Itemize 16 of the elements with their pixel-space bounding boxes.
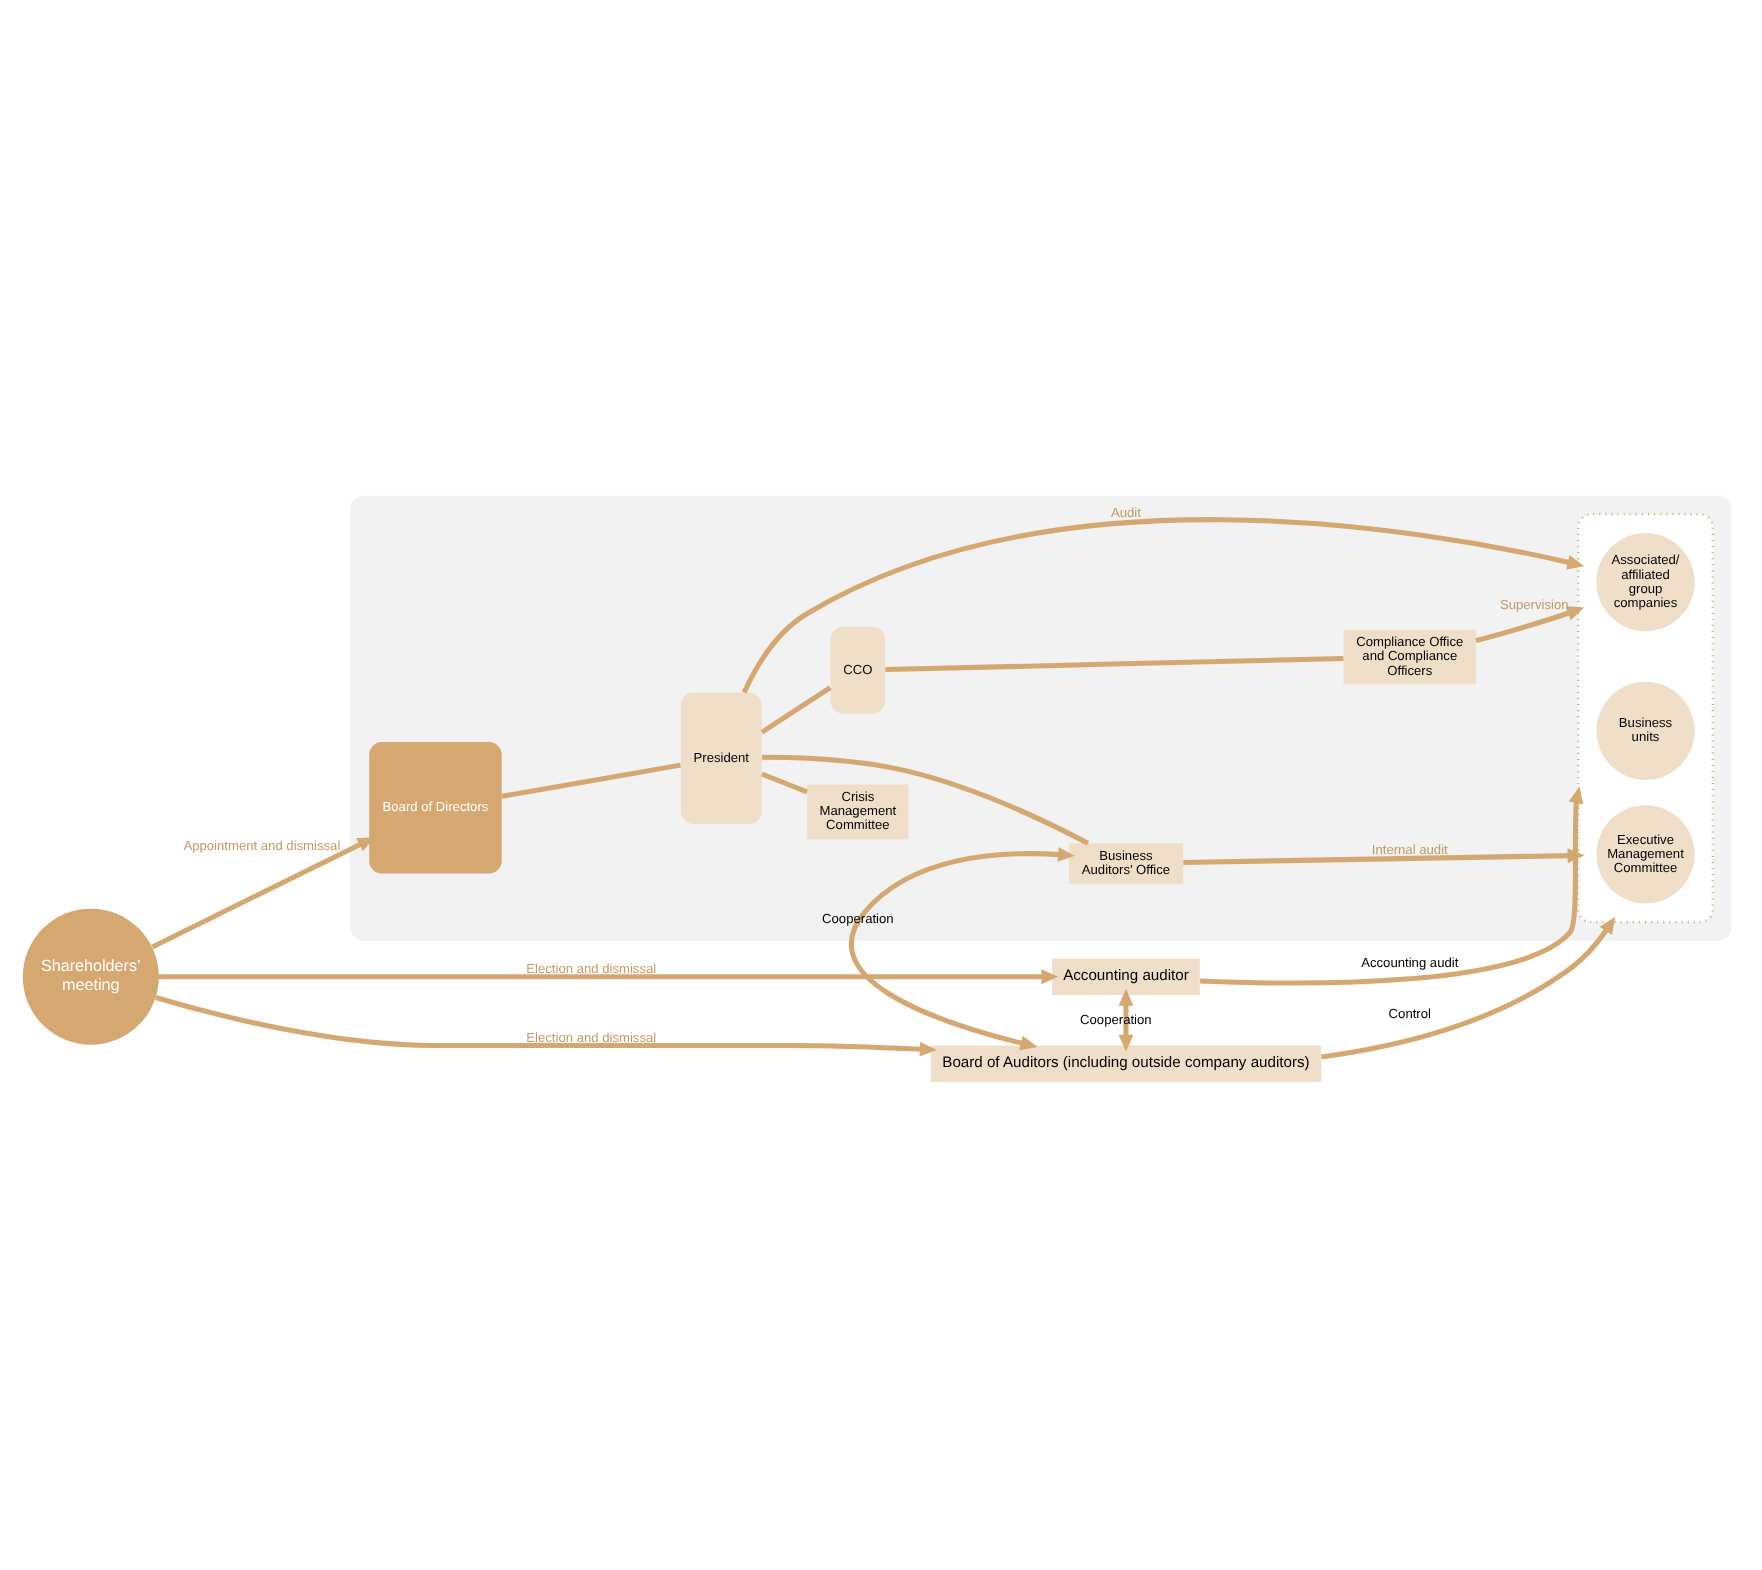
connector <box>885 656 1344 673</box>
cluster <box>1576 513 1715 924</box>
arrow <box>158 969 1059 985</box>
connector <box>501 762 681 799</box>
connector <box>762 754 1090 846</box>
arrow <box>848 847 1075 1051</box>
arrow <box>155 995 937 1057</box>
arrow <box>1118 988 1134 1052</box>
arrow <box>151 837 375 950</box>
cluster <box>350 495 1732 941</box>
connector <box>761 771 808 795</box>
connector <box>760 685 832 735</box>
arrow <box>741 517 1585 694</box>
node-circle: Shareholders’ meeting <box>22 908 159 1045</box>
arrow <box>1475 606 1585 644</box>
arrow <box>1321 916 1616 1060</box>
